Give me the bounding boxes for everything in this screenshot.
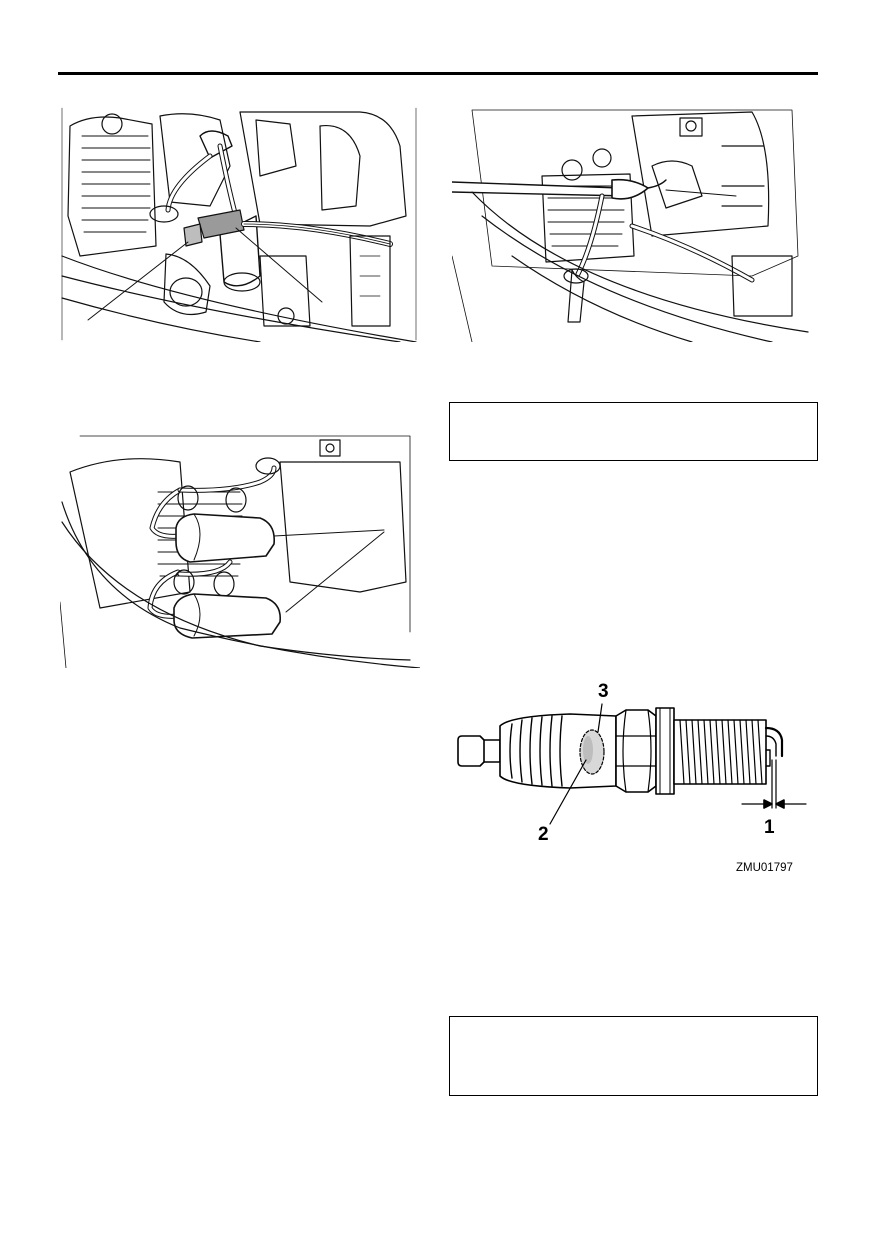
figure-code: ZMU01797: [736, 862, 793, 874]
figure-ignition-coils: [60, 432, 420, 668]
header-rule: [58, 72, 818, 75]
note-box-upper: [449, 402, 818, 461]
figure-engine-plug-caps: [60, 106, 418, 342]
figure-screwdriver-cap: [452, 106, 810, 342]
callout-1-gap: 1: [764, 817, 775, 838]
callout-2-electrode: 2: [538, 824, 549, 845]
callout-3-insulator: 3: [598, 681, 609, 702]
figure-spark-plug: 3 2 1 ZMU01797: [450, 680, 820, 880]
note-box-lower: [449, 1016, 818, 1096]
